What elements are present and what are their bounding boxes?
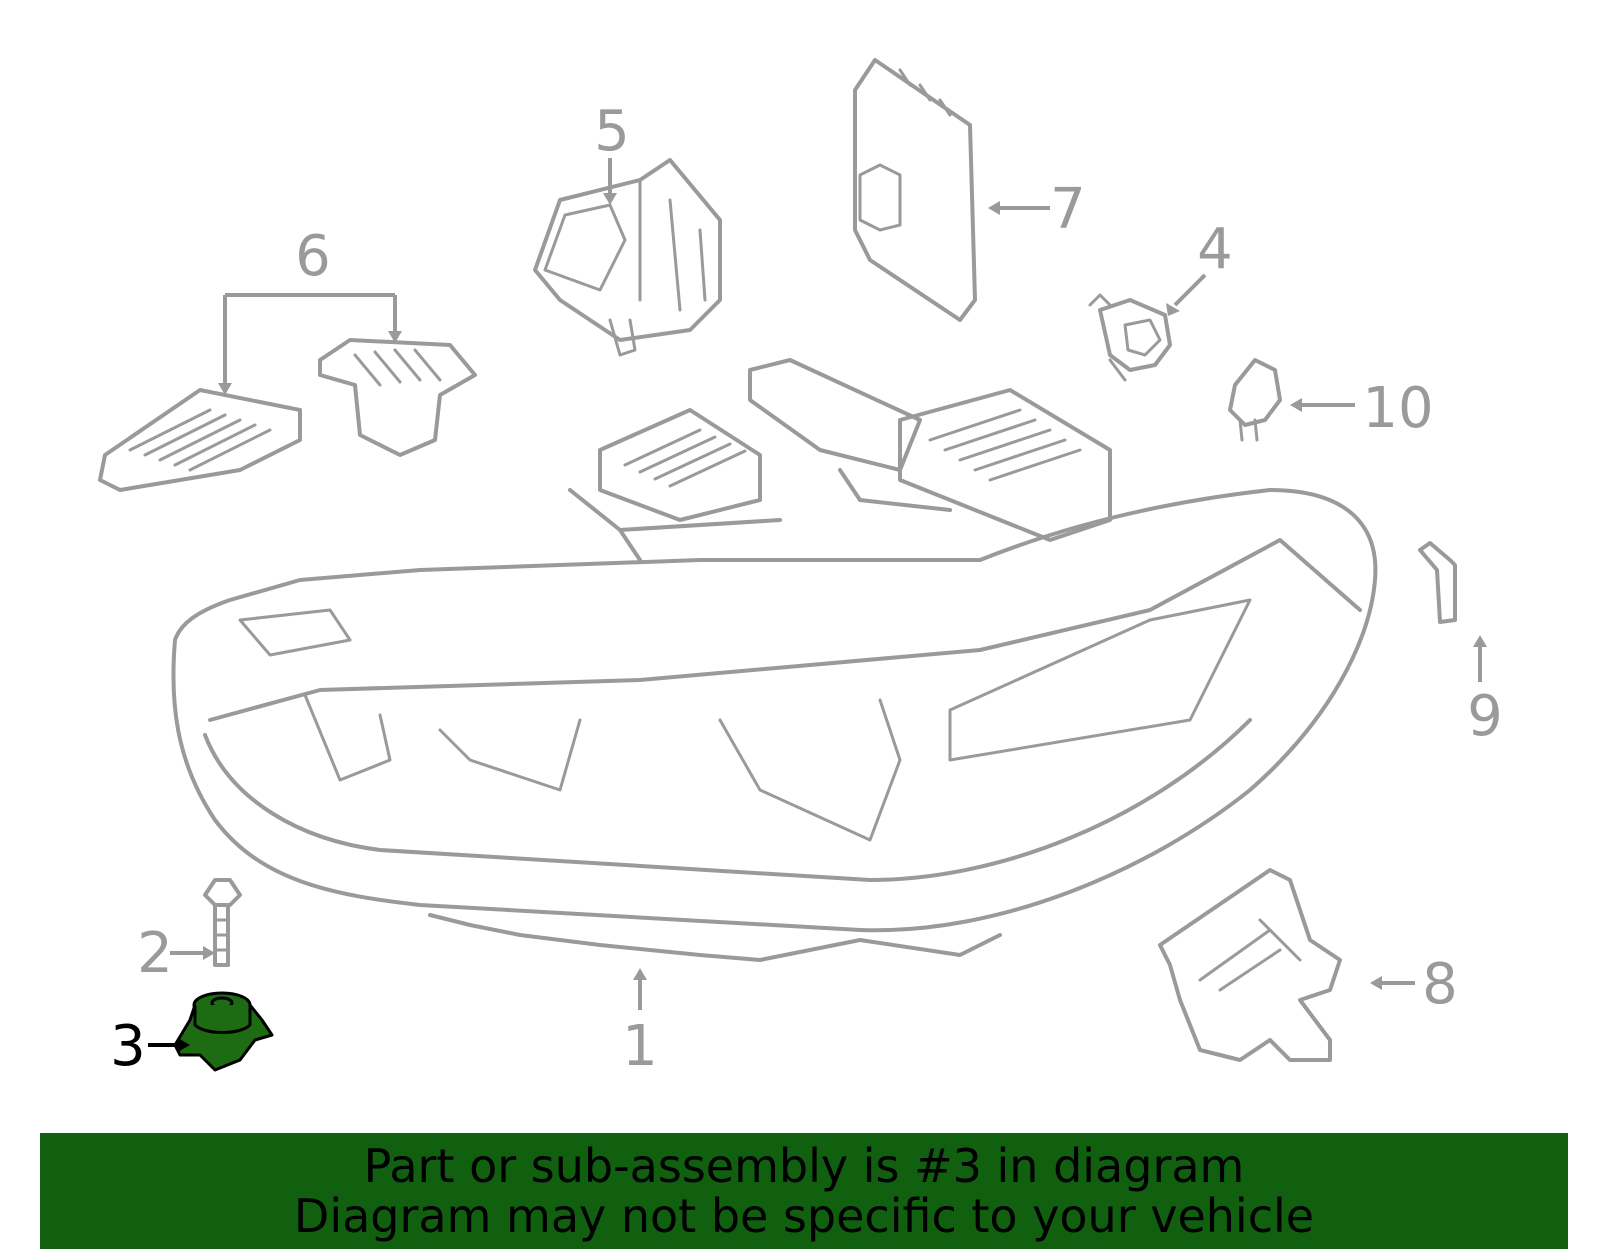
arrowhead-1 — [633, 968, 647, 980]
part-3-adjuster-motor-highlighted — [173, 991, 274, 1072]
part-7-control-unit — [853, 58, 977, 322]
part-9-bulb — [1418, 541, 1457, 624]
callout-10: 10 — [1362, 376, 1433, 441]
headlight-parts-diagram: 1 2 3 4 5 6 7 8 9 10 — [98, 58, 1503, 1079]
callout-1: 1 — [622, 1014, 658, 1079]
banner-line-2: Diagram may not be specific to your vehi… — [293, 1189, 1315, 1243]
callout-9: 9 — [1467, 684, 1503, 749]
callout-4: 4 — [1197, 217, 1233, 282]
callout-2: 2 — [137, 921, 173, 986]
part-10-bulb-holder — [1228, 358, 1282, 442]
arrowhead-10 — [1290, 398, 1302, 412]
arrowhead-7 — [988, 201, 1000, 215]
part-5-module — [533, 158, 722, 357]
info-banner: Part or sub-assembly is #3 in diagram Di… — [40, 1133, 1568, 1249]
part-4-bulb-socket — [1088, 293, 1172, 382]
arrowhead-6b — [388, 331, 402, 343]
part-6-heat-sinks — [98, 338, 477, 492]
arrowhead-2 — [203, 946, 215, 960]
arrowhead-5 — [603, 193, 617, 205]
part-1-headlight-housing — [171, 358, 1378, 962]
leader-lines — [148, 158, 1487, 1052]
callout-7: 7 — [1050, 177, 1086, 242]
banner-line-1: Part or sub-assembly is #3 in diagram — [363, 1139, 1245, 1193]
arrowhead-9 — [1473, 635, 1487, 647]
arrowhead-3 — [178, 1038, 190, 1052]
callout-6: 6 — [295, 224, 331, 289]
arrowhead-4 — [1166, 303, 1180, 316]
part-8-bracket — [1158, 868, 1342, 1062]
callout-8: 8 — [1422, 952, 1458, 1017]
part-2-screw — [203, 878, 242, 967]
arrowhead-8 — [1370, 976, 1382, 990]
arrowhead-6a — [218, 383, 232, 395]
callout-5: 5 — [594, 99, 630, 164]
callout-3: 3 — [110, 1014, 146, 1079]
